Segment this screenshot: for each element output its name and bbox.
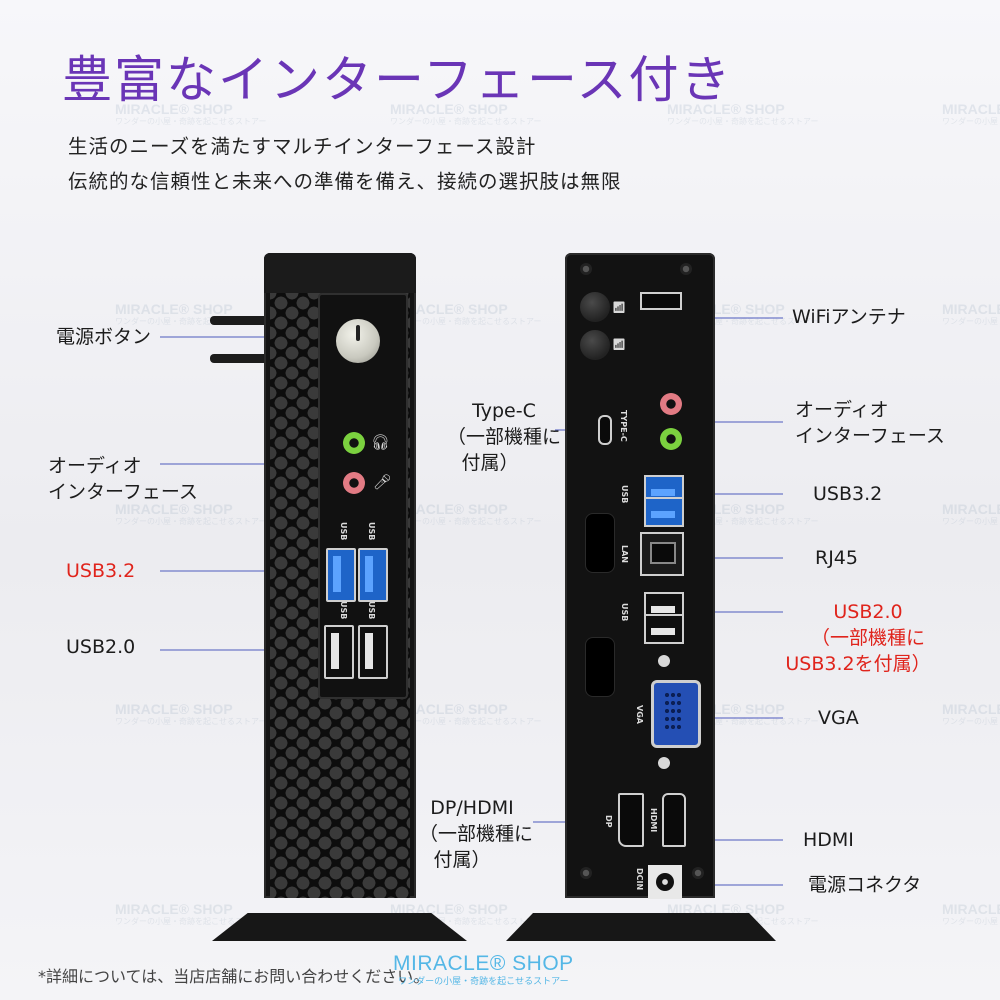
usb-mark: USB	[367, 601, 376, 620]
rj45-port[interactable]	[640, 532, 684, 576]
rear-usb32-port-2[interactable]	[644, 497, 684, 527]
label-typec-1: Type-C	[472, 400, 536, 422]
screw	[580, 867, 592, 879]
wifi-antenna-connector-1[interactable]	[580, 292, 610, 322]
dp-mark: DP	[604, 815, 613, 828]
label-vga: VGA	[818, 707, 859, 729]
shop-tagline: ワンダーの小屋・奇跡を起こせるストアー	[398, 977, 569, 987]
label-rear-audio-1: オーディオ	[795, 399, 889, 421]
rear-audio-jack-green[interactable]	[660, 428, 682, 450]
usb-mark: USB	[339, 522, 348, 541]
vga-screw	[658, 655, 670, 667]
label-dphdmi-2: （一部機種に	[418, 823, 533, 845]
usb-mark: USB	[620, 603, 629, 622]
screw	[580, 263, 592, 275]
label-dphdmi-1: DP/HDMI	[430, 797, 514, 819]
headphone-icon: 🎧︎	[371, 433, 391, 451]
wifi-icon: 📶︎	[612, 338, 626, 351]
rear-typec-port[interactable]	[598, 415, 612, 445]
front-stand	[212, 913, 467, 941]
wifi-icon: 📶︎	[612, 301, 626, 314]
subtitle-line-2: 伝統的な信頼性と未来への準備を備え、接続の選択肢は無限	[68, 170, 622, 193]
label-front-audio-2: インターフェース	[48, 481, 198, 503]
label-rear-usb32: USB3.2	[813, 483, 883, 505]
front-headphone-jack[interactable]	[343, 432, 365, 454]
front-usb20-port-1[interactable]	[324, 625, 354, 679]
dc-in-port[interactable]	[648, 865, 682, 899]
label-typec-2: （一部機種に	[446, 426, 561, 448]
label-rear-usb20-2: （一部機種に	[810, 627, 925, 649]
page-title: 豊富なインターフェース付き	[62, 51, 733, 109]
rear-audio-jack-pink[interactable]	[660, 393, 682, 415]
label-front-audio-1: オーディオ	[48, 455, 142, 477]
power-button[interactable]	[336, 319, 380, 363]
wifi-antenna-connector-2[interactable]	[580, 330, 610, 360]
antenna-bottom	[210, 354, 270, 363]
footnote: *詳細については、当店店舗にお問い合わせください。	[38, 967, 430, 986]
shop-name: MIRACLE® SHOP	[393, 952, 574, 975]
expansion-slot	[585, 513, 615, 573]
label-hdmi: HDMI	[803, 829, 854, 851]
label-front-usb20: USB2.0	[66, 636, 136, 658]
rear-stand	[506, 913, 776, 941]
label-power-connector: 電源コネクタ	[808, 874, 922, 896]
expansion-slot	[585, 637, 615, 697]
label-typec-3: 付属）	[461, 452, 519, 474]
label-power-button: 電源ボタン	[56, 326, 152, 348]
label-front-usb32: USB3.2	[66, 560, 136, 582]
usb-mark: USB	[620, 485, 629, 504]
front-usb20-port-2[interactable]	[358, 625, 388, 679]
hdmi-mark: HDMI	[649, 808, 658, 833]
security-slot	[640, 292, 682, 310]
rear-usb20-port-2[interactable]	[644, 614, 684, 644]
lan-mark: LAN	[620, 545, 629, 563]
dp-port[interactable]	[618, 793, 644, 847]
vga-mark: VGA	[635, 705, 644, 724]
dcin-mark: DCIN	[635, 868, 644, 891]
front-usb32-port-1[interactable]	[326, 548, 356, 602]
label-rear-usb20-3: USB3.2を付属）	[785, 653, 931, 675]
label-dphdmi-3: 付属）	[433, 849, 491, 871]
label-rj45: RJ45	[815, 547, 858, 569]
label-rear-usb20-1: USB2.0	[833, 601, 903, 623]
label-rear-audio-2: インターフェース	[795, 425, 945, 447]
antenna-top	[210, 316, 270, 325]
usb-mark: USB	[339, 601, 348, 620]
vga-port[interactable]	[651, 680, 701, 748]
shop-logo: MIRACLE® SHOP ワンダーの小屋・奇跡を起こせるストアー	[393, 952, 574, 987]
screw	[692, 867, 704, 879]
microphone-icon: 🎤︎	[373, 473, 393, 491]
front-mic-jack[interactable]	[343, 472, 365, 494]
screw	[680, 263, 692, 275]
typec-mark: TYPE-C	[619, 410, 628, 442]
usb-mark: USB	[367, 522, 376, 541]
vga-screw	[658, 757, 670, 769]
front-usb32-port-2[interactable]	[358, 548, 388, 602]
hdmi-port[interactable]	[662, 793, 686, 847]
subtitle-line-1: 生活のニーズを満たすマルチインターフェース設計	[68, 135, 537, 158]
label-wifi: WiFiアンテナ	[792, 306, 906, 328]
